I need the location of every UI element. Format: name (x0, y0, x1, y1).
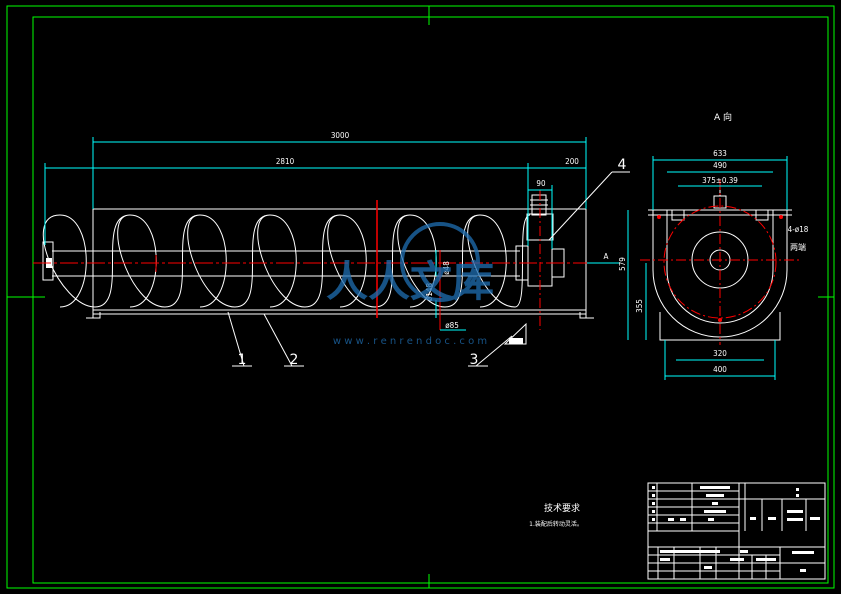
title-block-marks (652, 486, 820, 572)
dim-320: 320 (713, 349, 727, 358)
dim-small: ø85 (445, 321, 459, 330)
balloon-labels: 1 2 3 4 (238, 157, 627, 368)
dim-shaft: ø48 (442, 261, 451, 275)
dim-355: 355 (635, 299, 644, 313)
balloon-3: 3 (470, 352, 479, 368)
balloon-4: 4 (618, 157, 627, 173)
balloon-1: 1 (238, 352, 247, 368)
dim-90: 90 (536, 179, 546, 188)
balloon-2: 2 (290, 352, 299, 368)
section-marker: A (604, 252, 609, 261)
dim-579: 579 (618, 257, 627, 271)
dim-633: 633 (713, 149, 727, 158)
end-view-dims (627, 156, 788, 380)
notes-line1: 1.装配后转动灵活。 (529, 520, 583, 528)
dim-3000: 3000 (331, 131, 350, 140)
inner-border (32, 16, 829, 584)
note-holes: 4-ø18 (788, 225, 809, 234)
centering-marks (7, 6, 834, 588)
watermark-brand: 人人文库 (326, 257, 494, 306)
end-view-dim-text: 633 490 375±0.39 579 355 320 400 4-ø18 两… (618, 149, 809, 374)
dim-200: 200 (565, 157, 579, 166)
note-wall: 两端 (790, 242, 806, 252)
dim-375: 375±0.39 (702, 176, 738, 185)
notes-heading: 技术要求 (544, 502, 580, 514)
title-block (647, 482, 826, 580)
dim-490: 490 (713, 161, 727, 170)
dim-400: 400 (713, 365, 727, 374)
screw-conveyor-front-view (33, 190, 595, 345)
view-title: A 向 (714, 111, 732, 123)
dim-len: ø148 (425, 283, 434, 302)
watermark-url: w w w . r e n r e n d o c . c o m (333, 336, 487, 347)
bolt-holes (657, 215, 783, 322)
main-dim-text: 3000 2810 200 90 ø85 ø48 ø148 A (276, 131, 609, 330)
end-view-centerlines (640, 180, 800, 345)
main-dimensions (44, 137, 620, 331)
watermark: 人人文库 w w w . r e n r e n d o c . c o m (326, 222, 494, 347)
leaders (227, 171, 630, 367)
end-view (648, 190, 792, 341)
dim-2810: 2810 (276, 157, 295, 166)
